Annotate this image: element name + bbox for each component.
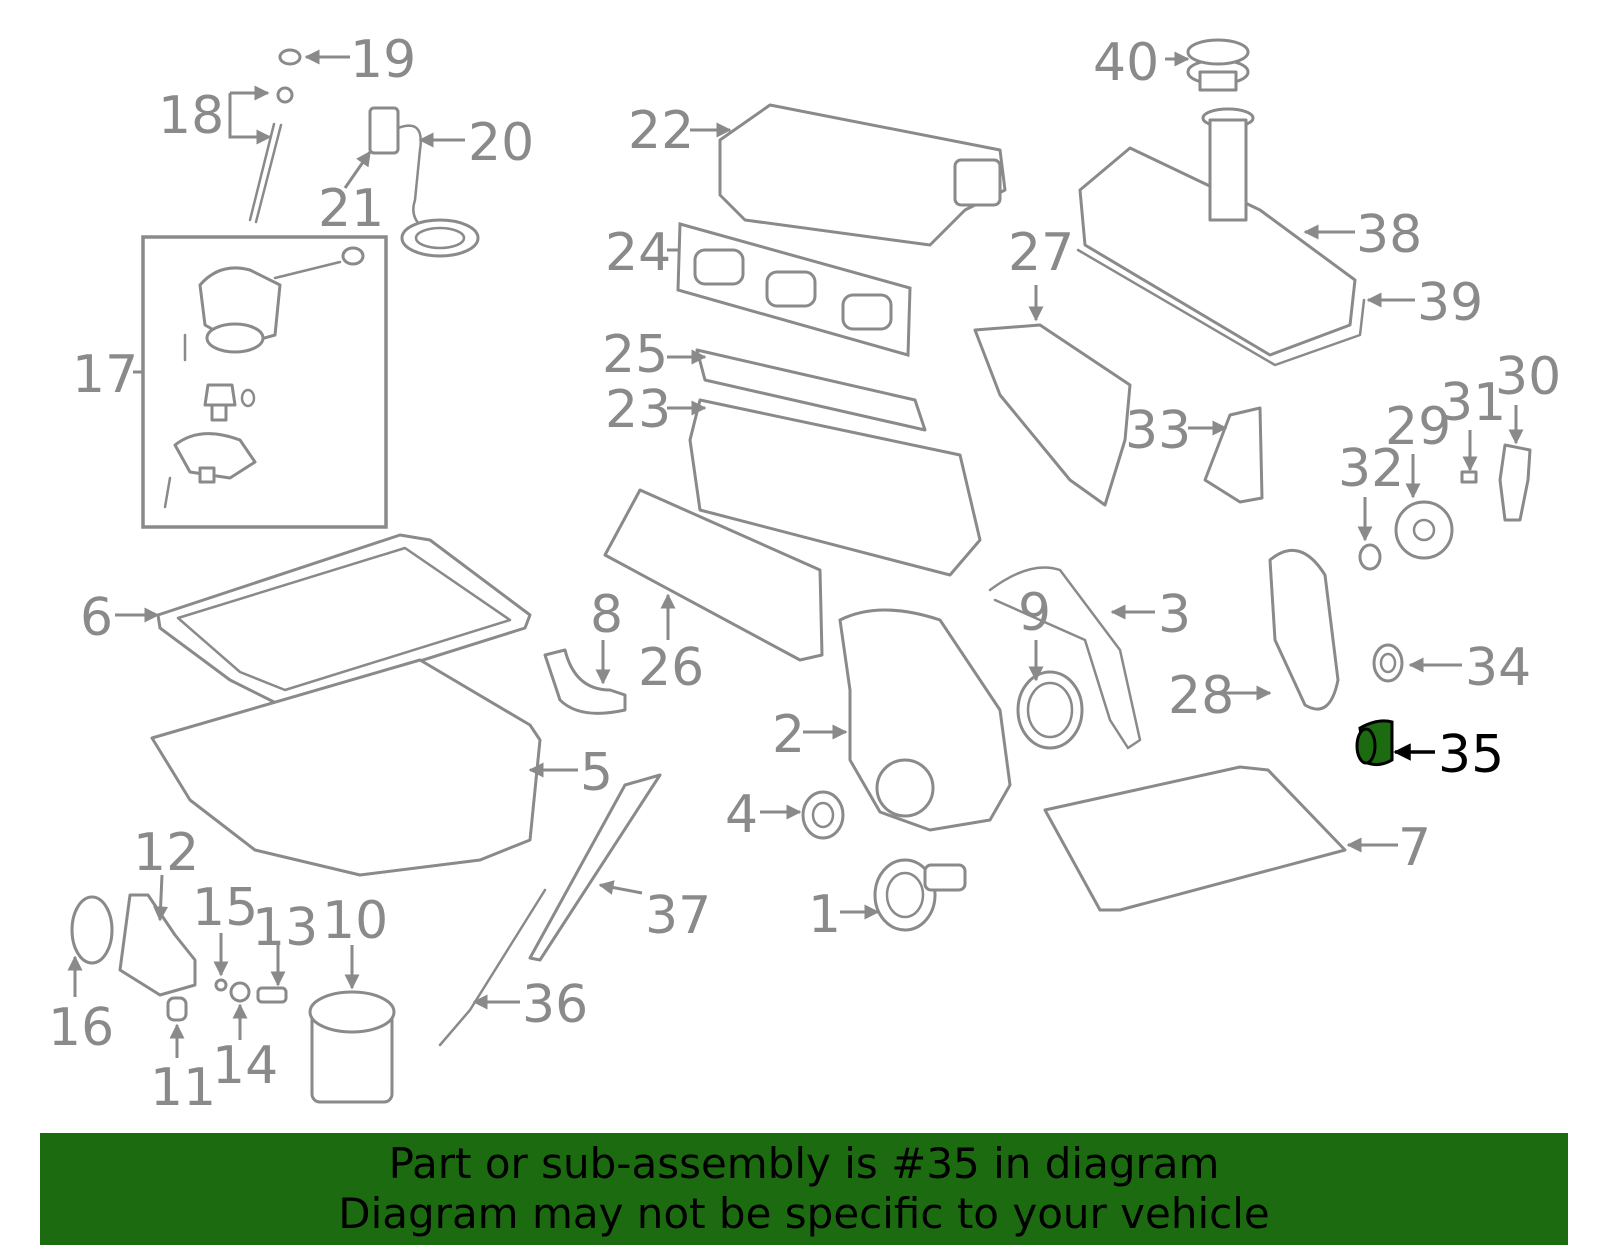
callout-20: 20 bbox=[468, 113, 534, 173]
part-33-chain-guide bbox=[1203, 406, 1264, 504]
callout-37: 37 bbox=[645, 886, 711, 946]
part-24-gasket-set bbox=[676, 222, 912, 357]
callout-22: 22 bbox=[628, 101, 694, 161]
part-11-spring bbox=[166, 996, 188, 1022]
part-18-tube bbox=[248, 86, 294, 224]
callout-12: 12 bbox=[133, 823, 199, 883]
callout-5: 5 bbox=[580, 743, 613, 803]
callout-27: 27 bbox=[1008, 223, 1074, 283]
part-13-bolt bbox=[256, 986, 288, 1004]
callout-13: 13 bbox=[252, 898, 318, 958]
part-31-bolt bbox=[1460, 470, 1478, 484]
part-10-oil-filter bbox=[308, 990, 396, 1104]
part-40-oil-cap bbox=[1186, 38, 1250, 92]
callout-31: 31 bbox=[1440, 373, 1506, 433]
part-22-intake-manifold bbox=[718, 103, 1007, 247]
part-19-washer bbox=[278, 48, 302, 66]
part-36-dipstick-tube bbox=[438, 888, 547, 1047]
callout-32: 32 bbox=[1338, 439, 1404, 499]
callout-34: 34 bbox=[1465, 638, 1531, 698]
callout-11: 11 bbox=[150, 1058, 216, 1118]
part-15-washer bbox=[214, 978, 228, 992]
callout-15: 15 bbox=[192, 878, 258, 938]
callout-18: 18 bbox=[158, 86, 224, 146]
leader-lines bbox=[67, 49, 1524, 1058]
callout-33: 33 bbox=[1125, 401, 1191, 461]
part-22-throttle-flange bbox=[953, 158, 1002, 207]
part-17-components bbox=[163, 246, 365, 509]
part-14-washer bbox=[229, 981, 251, 1003]
banner-line-2: Diagram may not be specific to your vehi… bbox=[338, 1189, 1270, 1238]
callout-38: 38 bbox=[1356, 205, 1422, 265]
part-32-bolt bbox=[1358, 543, 1382, 571]
part-5-oil-pan bbox=[150, 658, 542, 877]
part-2-seal-bore bbox=[875, 758, 935, 818]
callout-9: 9 bbox=[1018, 583, 1051, 643]
part-38-valve-cover bbox=[1078, 146, 1357, 357]
part-23-cylinder-head bbox=[688, 398, 982, 577]
callout-16: 16 bbox=[48, 998, 114, 1058]
callout-6: 6 bbox=[80, 588, 113, 648]
part-26-head-gasket bbox=[603, 488, 824, 662]
part-34-seal bbox=[1372, 643, 1404, 683]
callout-25: 25 bbox=[602, 325, 668, 385]
part-30-tensioner bbox=[1498, 443, 1532, 522]
callout-labels: 19 18 20 21 17 22 24 25 23 26 40 27 38 3… bbox=[48, 30, 1561, 1118]
callout-35: 35 bbox=[1438, 725, 1504, 785]
info-banner: Part or sub-assembly is #35 in diagram D… bbox=[40, 1133, 1568, 1245]
callout-2: 2 bbox=[772, 705, 805, 765]
part-38-filler-neck bbox=[1201, 107, 1255, 222]
part-4-seal bbox=[801, 790, 845, 840]
part-9-seal bbox=[1016, 670, 1084, 750]
callout-29: 29 bbox=[1385, 397, 1451, 457]
part-35-highlighted bbox=[1355, 719, 1394, 767]
callout-14: 14 bbox=[212, 1036, 278, 1096]
part-8-bearing-cap bbox=[543, 648, 627, 715]
callout-23: 23 bbox=[605, 380, 671, 440]
part-3-gasket bbox=[988, 566, 1142, 750]
callout-1: 1 bbox=[808, 885, 841, 945]
part-39-gasket bbox=[1076, 248, 1366, 367]
part-6-pan-gasket bbox=[156, 533, 532, 707]
callout-26: 26 bbox=[638, 638, 704, 698]
banner-line-1: Part or sub-assembly is #35 in diagram bbox=[388, 1139, 1220, 1188]
callout-39: 39 bbox=[1417, 273, 1483, 333]
part-1-crank-gear bbox=[873, 858, 967, 932]
part-28-timing-chain bbox=[1268, 549, 1340, 711]
part-20-oil-pickup bbox=[368, 106, 480, 258]
callout-4: 4 bbox=[725, 785, 758, 845]
callout-30: 30 bbox=[1495, 347, 1561, 407]
part-12-baffle bbox=[118, 893, 197, 997]
callout-21: 21 bbox=[318, 179, 384, 239]
callout-19: 19 bbox=[350, 30, 416, 90]
callout-7: 7 bbox=[1398, 818, 1431, 878]
part-27-cover bbox=[973, 323, 1132, 507]
part-7-windage-tray bbox=[1043, 765, 1347, 912]
callout-40: 40 bbox=[1093, 33, 1159, 93]
callout-3: 3 bbox=[1158, 585, 1191, 645]
callout-24: 24 bbox=[605, 223, 671, 283]
part-17-kit-box bbox=[141, 235, 388, 529]
callout-17: 17 bbox=[72, 345, 138, 405]
callout-28: 28 bbox=[1168, 666, 1234, 726]
part-37-dipstick bbox=[528, 773, 662, 962]
callout-10: 10 bbox=[322, 891, 388, 951]
part-29-sprocket bbox=[1394, 500, 1454, 560]
part-6-gasket-inner bbox=[176, 546, 512, 692]
part-25-gasket bbox=[695, 348, 927, 432]
part-16-gasket bbox=[70, 895, 114, 965]
callout-8: 8 bbox=[590, 585, 623, 645]
callout-36: 36 bbox=[522, 975, 588, 1035]
